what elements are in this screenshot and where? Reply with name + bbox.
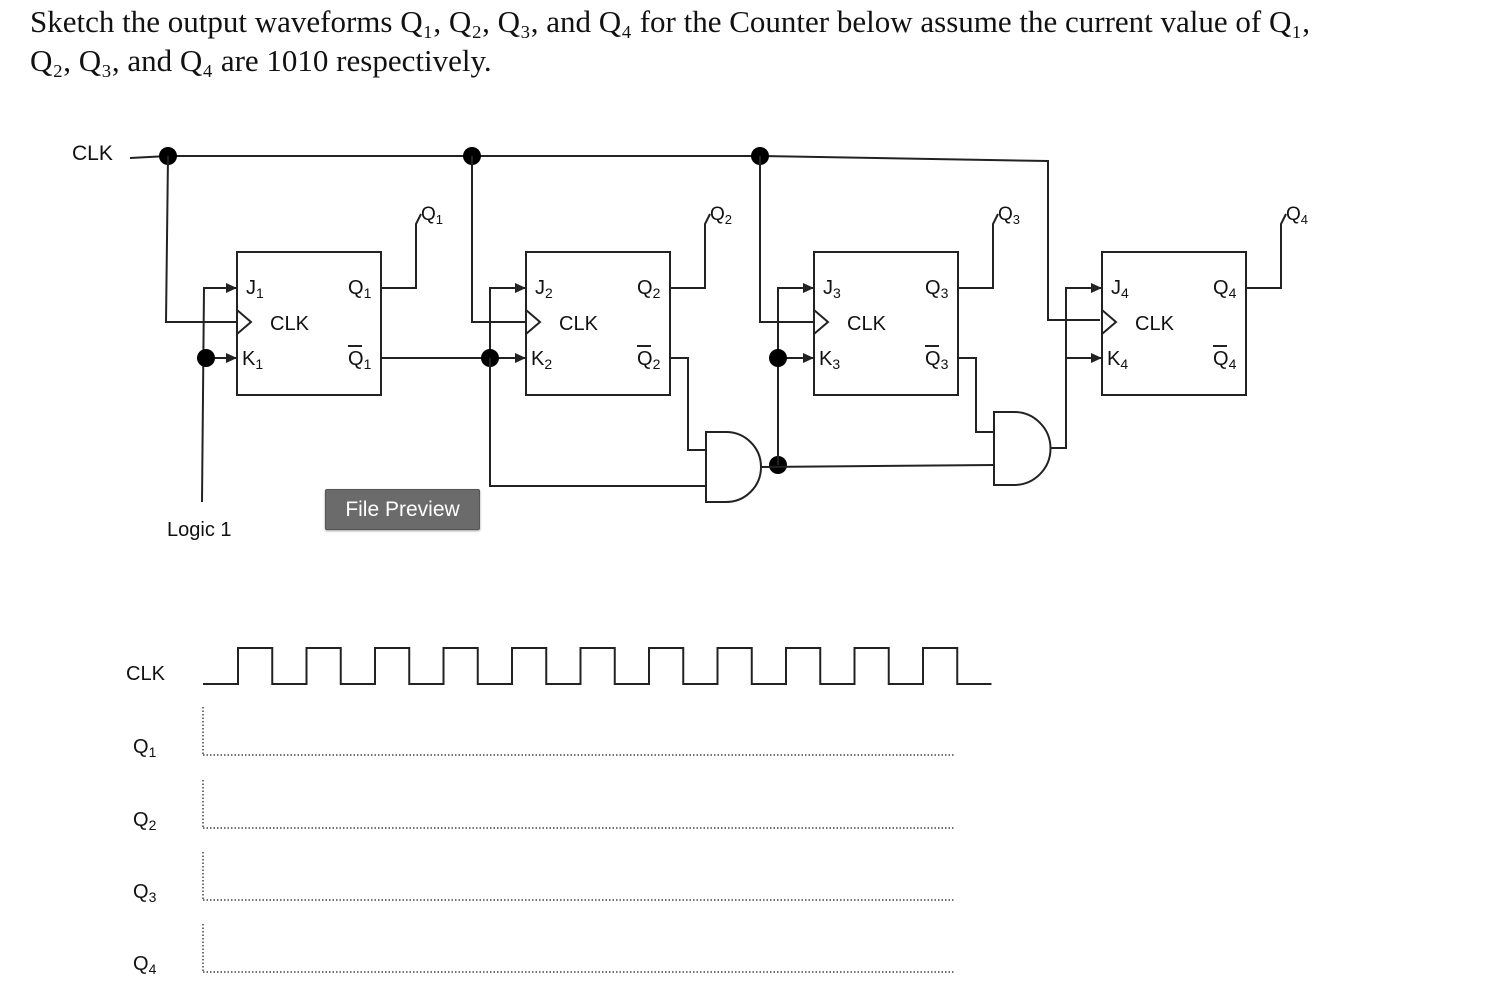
k1-arrow — [226, 353, 237, 363]
j3-top-wire — [777, 287, 814, 358]
question-line-2: Q₂, Q₃, and Q₄ are 1010 respectively. — [30, 43, 492, 78]
k4-arrow — [1091, 353, 1102, 363]
flip-flop-box — [236, 251, 382, 396]
timing-label-q2: Q2 — [133, 809, 157, 833]
clk-pin-label: CLK — [559, 313, 599, 335]
q-bar-output-label: Q4 — [1213, 348, 1237, 372]
clk-pin-label: CLK — [847, 313, 887, 335]
j2-arrow — [515, 283, 526, 293]
timing-label-q1: Q1 — [133, 736, 157, 760]
j-input-label: J2 — [535, 277, 553, 301]
k-input-label: K4 — [1107, 348, 1128, 372]
j3-arrow — [803, 283, 814, 293]
k3-junction — [769, 349, 787, 367]
clk-wire-ff1 — [164, 155, 237, 323]
clk-pin-label: CLK — [270, 313, 310, 335]
clock-triangle — [1101, 309, 1118, 335]
and1-output-wire — [760, 464, 995, 468]
clk-waveform — [203, 647, 992, 685]
logic-1-label: Logic 1 — [167, 519, 232, 541]
q-output-wire-label: Q1 — [421, 204, 443, 227]
j3-wire — [777, 357, 814, 465]
q-bar-output-label: Q1 — [348, 348, 372, 372]
clock-triangle — [525, 309, 542, 335]
j2-wire — [489, 287, 526, 358]
flip-flop-box — [813, 251, 959, 396]
q-output-label: Q3 — [925, 277, 949, 301]
q-bar-output-label: Q2 — [637, 348, 661, 372]
q3-to-and2-wire — [958, 357, 994, 433]
timing-label-q3: Q3 — [133, 881, 157, 905]
and-gate-1 — [705, 431, 762, 503]
j-input-label: J4 — [1111, 277, 1129, 301]
q-output-label: Q1 — [348, 277, 372, 301]
j1-arrow — [226, 283, 237, 293]
clk-wire-ff3 — [759, 156, 814, 323]
clk-pin-label: CLK — [1135, 313, 1175, 335]
question-line-1: Sketch the output waveforms Q₁, Q₂, Q₃, … — [30, 4, 1310, 39]
clock-triangle — [813, 309, 830, 335]
q-output-wire-label: Q2 — [710, 204, 732, 227]
q-output-wire-label: Q3 — [998, 204, 1020, 227]
flip-flop-box — [1101, 251, 1247, 396]
q-output-wire — [381, 213, 422, 289]
q-output-wire-label: Q4 — [1286, 204, 1308, 227]
clock-triangle — [236, 309, 253, 335]
file-preview-button[interactable]: File Preview — [325, 489, 480, 530]
q-output-wire — [958, 213, 999, 289]
question-text: Sketch the output waveforms Q₁, Q₂, Q₃, … — [30, 2, 1470, 80]
timing-label-clk: CLK — [126, 663, 166, 685]
q-output-wire — [1246, 213, 1287, 289]
clk-input-label: CLK — [72, 142, 113, 165]
q-output-wire — [670, 213, 711, 289]
and2-output-wire — [1050, 287, 1102, 449]
q-output-label: Q4 — [1213, 277, 1237, 301]
k1-junction — [197, 349, 215, 367]
flip-flops: J1K1CLKQ1Q1Q1J2K2CLKQ2Q2Q2J3K3CLKQ3Q3Q3J… — [236, 204, 1308, 396]
k-input-label: K2 — [531, 348, 552, 372]
j4-arrow — [1091, 283, 1102, 293]
flip-flop-box — [525, 251, 671, 396]
q2-to-and1-wire — [670, 357, 706, 451]
q-bar-output-label: Q3 — [925, 348, 949, 372]
j-input-label: J1 — [246, 277, 264, 301]
q1-to-and1-wire — [489, 358, 706, 487]
timing-label-q4: Q4 — [133, 953, 157, 977]
k-input-label: K3 — [819, 348, 840, 372]
k2-arrow — [515, 353, 526, 363]
q-output-label: Q2 — [637, 277, 661, 301]
and-gate-2 — [993, 411, 1052, 486]
logic-1-wire — [201, 287, 237, 503]
j-input-label: J3 — [823, 277, 841, 301]
k-input-label: K1 — [242, 348, 263, 372]
k3-arrow — [803, 353, 814, 363]
clk-wire-ff2 — [471, 156, 526, 323]
